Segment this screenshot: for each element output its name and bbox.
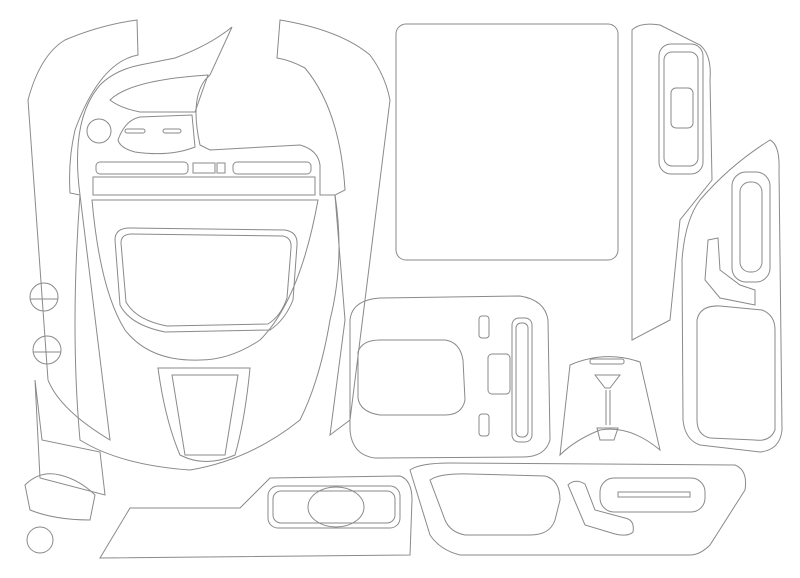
cupholder-cutout bbox=[357, 339, 466, 416]
shield-outline bbox=[559, 356, 661, 457]
long-slot-inner bbox=[515, 322, 529, 438]
door-trim-outline bbox=[681, 139, 783, 453]
button-strip-left bbox=[95, 161, 189, 175]
armrest-inner bbox=[272, 490, 396, 524]
bottom-handle-slot bbox=[617, 491, 691, 498]
right-dash-panel bbox=[276, 19, 391, 437]
center-console bbox=[74, 26, 340, 471]
right-outer-panel bbox=[276, 19, 391, 437]
inner-bezel bbox=[91, 199, 319, 361]
bottom-door-part bbox=[409, 462, 746, 556]
left-dash-panel bbox=[27, 19, 139, 441]
selector-button bbox=[487, 353, 511, 395]
screen-inner bbox=[120, 233, 292, 327]
bottom-door-switch bbox=[567, 480, 634, 536]
shield-funnel bbox=[593, 374, 622, 389]
vent-lower bbox=[117, 114, 196, 155]
vent-slot-right bbox=[162, 128, 182, 134]
round-knob bbox=[86, 118, 112, 144]
console-outline bbox=[74, 26, 340, 471]
handle-inner bbox=[663, 51, 699, 167]
door-switch-cutout bbox=[704, 237, 756, 306]
right-strip bbox=[631, 23, 713, 341]
armrest-outer bbox=[267, 485, 401, 529]
round-cap-1 bbox=[29, 282, 59, 312]
armrest-center bbox=[307, 486, 365, 528]
shield-cup bbox=[596, 427, 619, 441]
door-pull-outer bbox=[731, 171, 771, 283]
display-film bbox=[395, 23, 619, 261]
vent-slot-left bbox=[124, 128, 146, 134]
bottom-door-outline bbox=[409, 462, 746, 556]
small-parts-left bbox=[24, 282, 106, 554]
left-outer-panel bbox=[27, 19, 139, 441]
bottom-strip-outline bbox=[99, 475, 413, 559]
lower-console bbox=[157, 367, 251, 462]
door-pull-inner bbox=[739, 181, 763, 273]
button-strip-small bbox=[216, 162, 226, 174]
handle-button bbox=[670, 87, 694, 129]
door-switch-panel bbox=[34, 379, 106, 496]
long-slot-outer bbox=[511, 317, 533, 443]
right-strip-outline bbox=[631, 23, 713, 341]
button-strip-right bbox=[232, 161, 312, 175]
round-cap-3 bbox=[26, 526, 54, 554]
door-switch-left bbox=[24, 473, 96, 521]
bottom-handle-outer bbox=[599, 477, 706, 513]
slot-top bbox=[478, 315, 490, 339]
door-trim-right bbox=[681, 139, 783, 453]
gear-panel bbox=[349, 295, 551, 459]
shield-part bbox=[559, 356, 661, 457]
vent-upper bbox=[109, 74, 209, 113]
door-lower-panel bbox=[696, 305, 776, 441]
screen-outer bbox=[114, 227, 298, 333]
lower-console-inner bbox=[171, 374, 239, 456]
bottom-strip bbox=[99, 475, 413, 559]
round-cap-2 bbox=[32, 335, 62, 365]
slot-bottom bbox=[478, 413, 490, 437]
shield-stem bbox=[605, 390, 611, 425]
gear-panel-outline bbox=[349, 295, 551, 459]
bottom-door-pocket bbox=[429, 473, 561, 536]
wide-strip bbox=[92, 176, 316, 196]
shield-top-slot bbox=[589, 358, 625, 365]
handle-outer bbox=[658, 43, 704, 175]
button-strip-mid bbox=[192, 162, 216, 174]
